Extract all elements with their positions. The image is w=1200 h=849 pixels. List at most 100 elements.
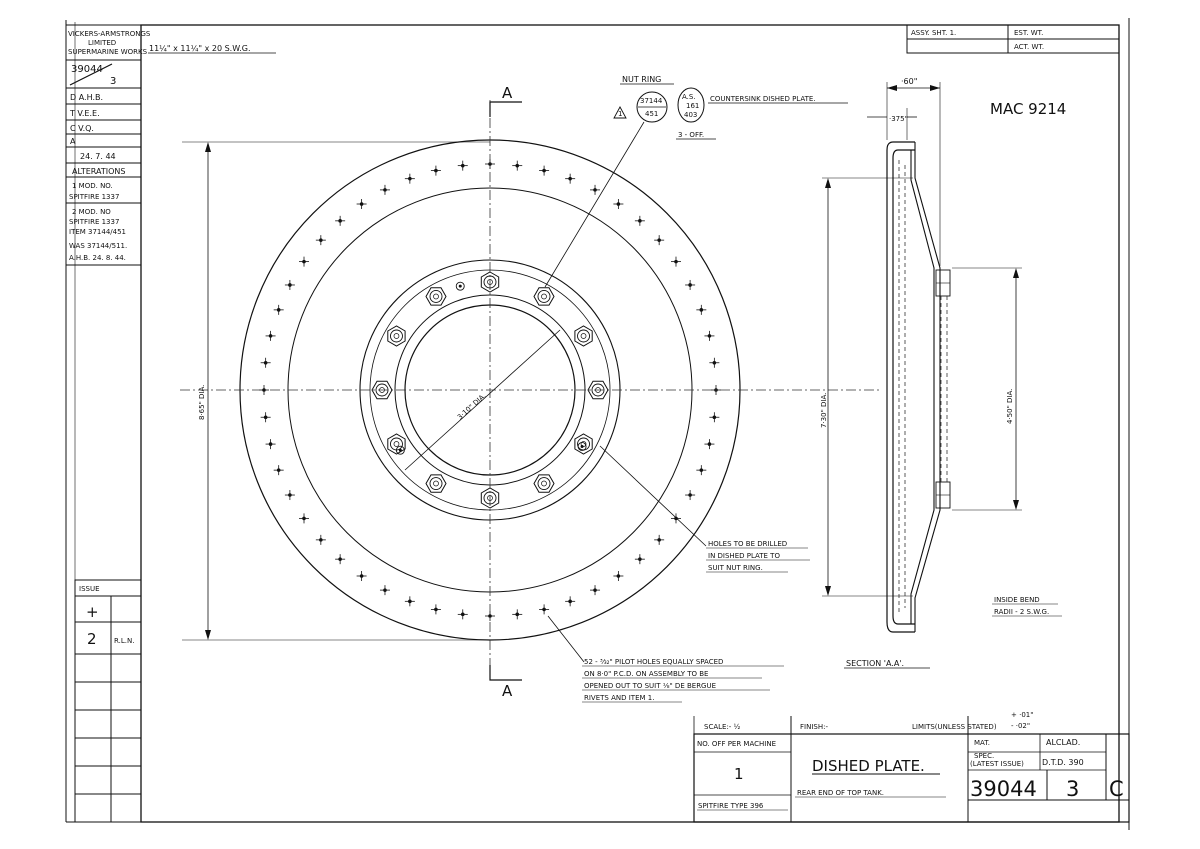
small-hole [395, 445, 405, 455]
pilot-hole [404, 596, 415, 607]
pilot-note-line-4: RIVETS AND ITEM 1. [584, 694, 654, 702]
outer-diameter-label: 8·65" DIA. [198, 385, 206, 420]
countersink-note: COUNTERSINK DISHED PLATE. [710, 95, 816, 103]
company-line-2: LIMITED [88, 39, 116, 47]
pilot-hole [590, 184, 601, 195]
pilot-note-line-3: OPENED OUT TO SUIT ⅛" DE BERGUE [584, 682, 716, 690]
issue-number: 2 [87, 630, 97, 648]
warning-mark: 1 [618, 110, 622, 118]
pilot-hole [265, 439, 276, 450]
issue-sign: R.L.N. [114, 637, 134, 645]
pilot-hole [565, 596, 576, 607]
pilot-holes-note: 52 - ³⁄₃₂" PILOT HOLES EQUALLY SPACED ON… [547, 615, 784, 703]
section-view: ·60" ·375" 7·30" DIA. 4·50" DIA. SECTION… [820, 77, 1062, 669]
pilot-hole [335, 215, 346, 226]
sign-row-checked: C V.Q. [70, 124, 94, 133]
section-mid-diameter: 7·30" DIA. [820, 393, 828, 428]
pilot-hole [670, 256, 681, 267]
nut-ring-title: NUT RING [622, 75, 661, 84]
bolt-hole [533, 287, 555, 306]
mac-number: MAC 9214 [990, 100, 1066, 118]
drawing-subtitle: REAR END OF TOP TANK. [797, 789, 884, 797]
pilot-hole [512, 609, 523, 620]
title-block: SCALE:- ½ FINISH:- LIMITS(UNLESS STATED)… [693, 711, 1130, 823]
pilot-hole [685, 490, 696, 501]
pilot-note-line-1: 52 - ³⁄₃₂" PILOT HOLES EQUALLY SPACED [584, 658, 723, 666]
alteration-2-line-3: ITEM 37144/451 [69, 228, 126, 236]
nut-ring-part-no: 37144 [640, 97, 663, 105]
header-boxes: ASSY. SHT. 1. EST. WT. ACT. WT. [906, 24, 1120, 54]
alteration-2-line-2: SPITFIRE 1337 [69, 218, 119, 226]
issue-mark: + [86, 603, 99, 621]
pilot-hole [696, 465, 707, 476]
pilot-hole [299, 513, 310, 524]
bolt-hole [387, 325, 406, 347]
material-value: ALCLAD. [1046, 738, 1080, 747]
sign-row-drawn: D A.H.B. [70, 93, 103, 102]
pilot-hole [634, 554, 645, 565]
inner-diameter-label: 3·10" DIA. [456, 392, 488, 422]
pilot-hole [356, 570, 367, 581]
bend-note-line-2: RADII - 2 S.W.G. [994, 608, 1049, 616]
issue-label: ISSUE [79, 585, 100, 593]
pilot-hole [709, 412, 720, 423]
title-issue-letter: C [1109, 777, 1124, 801]
holes-note-line-3: SUIT NUT RING. [708, 564, 763, 572]
small-holes [395, 281, 587, 455]
issue-block: ISSUE + 2 R.L.N. [74, 579, 142, 823]
pilot-hole [685, 279, 696, 290]
pilot-note-line-2: ON 8·0" P.C.D. ON ASSEMBLY TO BE [584, 670, 708, 678]
alterations-label: ALTERATIONS [72, 167, 125, 176]
pilot-hole [457, 160, 468, 171]
alteration-2-line-5: A.H.B. 24. 8. 44. [69, 254, 126, 262]
alteration-2-line-1: 2 MOD. NO [72, 208, 111, 216]
pilot-hole [709, 357, 720, 368]
pilot-hole [613, 199, 624, 210]
drawing-title: DISHED PLATE. [812, 757, 925, 775]
bolt-hole [574, 325, 593, 347]
section-mark-top: A [502, 84, 513, 102]
bolt-hole [425, 474, 447, 493]
section-dim-flange: ·375" [889, 115, 908, 123]
spec-label-2: (LATEST ISSUE) [970, 760, 1024, 768]
pilot-hole [539, 604, 550, 615]
section-dim-top: ·60" [901, 77, 917, 86]
pilot-hole [299, 256, 310, 267]
holes-note: HOLES TO BE DRILLED IN DISHED PLATE TO S… [599, 445, 810, 573]
nut-ring-part-item: 451 [645, 110, 658, 118]
sign-row-traced: T V.E.E. [69, 109, 100, 118]
pilot-hole [260, 357, 271, 368]
pilot-hole [565, 173, 576, 184]
bolt-hole [574, 433, 593, 455]
bolt-hole [533, 474, 555, 493]
pilot-hole [260, 412, 271, 423]
pilot-hole [284, 490, 295, 501]
act-weight-label: ACT. WT. [1014, 43, 1044, 51]
sheet-border [65, 18, 1130, 830]
holes-note-line-2: IN DISHED PLATE TO [708, 552, 780, 560]
section-mark-bottom: A [502, 682, 513, 700]
section-inner-diameter: 4·50" DIA. [1006, 389, 1014, 424]
small-hole [577, 442, 587, 451]
alteration-1-line-1: 1 MOD. NO. [72, 182, 113, 190]
alteration-2-line-4: WAS 37144/511. [69, 242, 127, 250]
pilot-hole [265, 330, 276, 341]
revision-block: VICKERS-ARMSTRONGS LIMITED SUPERMARINE W… [65, 24, 151, 266]
title-drawing-number: 39044 [970, 777, 1037, 801]
small-hole [455, 281, 465, 291]
spec-line-3: 403 [684, 111, 697, 119]
no-off-value: 1 [734, 765, 744, 783]
tolerance-plus: + ·01" [1011, 711, 1033, 719]
rev-sheet-ref: 3 [110, 76, 116, 87]
alteration-1-line-2: SPITFIRE 1337 [69, 193, 119, 201]
nut-ring-callout: NUT RING 1 37144 451 A.S. 161 403 COUNTE… [544, 75, 848, 288]
bolt-hole [425, 287, 447, 306]
plan-view: A A 8·65" DIA. 3·10" DIA. [180, 84, 880, 700]
pilot-hole [335, 554, 346, 565]
tolerance-minus: - ·02" [1011, 722, 1030, 730]
pilot-hole [590, 585, 601, 596]
limits-label: LIMITS(UNLESS STATED) [912, 723, 997, 731]
pilot-hole [379, 184, 390, 195]
assy-sheet: ASSY. SHT. 1. [911, 29, 956, 37]
